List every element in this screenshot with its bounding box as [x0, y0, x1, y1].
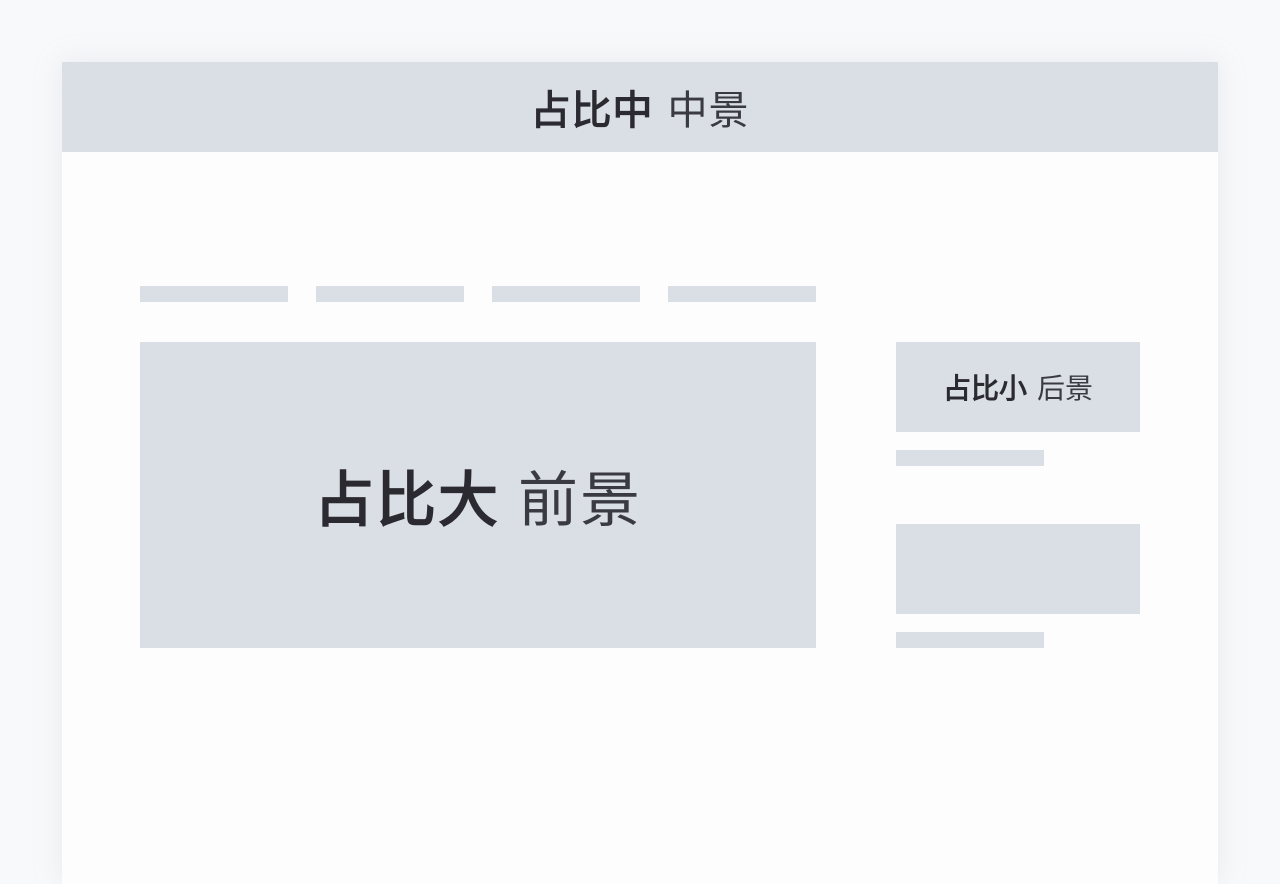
side-card-labeled: 占比小后景 [896, 342, 1140, 432]
main-card-label: 占比大前景 [314, 452, 642, 539]
side-card-blank [896, 524, 1140, 614]
tab-placeholder [492, 286, 640, 302]
header-label: 占比中中景 [531, 78, 750, 136]
header-layer-label: 中景 [667, 88, 750, 134]
tab-placeholder [140, 286, 288, 302]
header-ratio-label: 占比中 [530, 88, 654, 134]
tab-placeholder [668, 286, 816, 302]
side-layer-label: 后景 [1037, 372, 1094, 405]
main-card: 占比大前景 [140, 342, 816, 648]
header-block: 占比中中景 [62, 62, 1218, 152]
side-card-label: 占比小后景 [943, 367, 1093, 407]
side-caption-placeholder [896, 632, 1044, 648]
side-ratio-label: 占比小 [942, 372, 1027, 405]
page-frame: 占比中中景 占比大前景 占比小后景 [62, 62, 1218, 884]
main-layer-label: 前景 [518, 465, 642, 536]
side-caption-placeholder [896, 450, 1044, 466]
tab-placeholder [316, 286, 464, 302]
main-ratio-label: 占比大 [314, 465, 500, 536]
